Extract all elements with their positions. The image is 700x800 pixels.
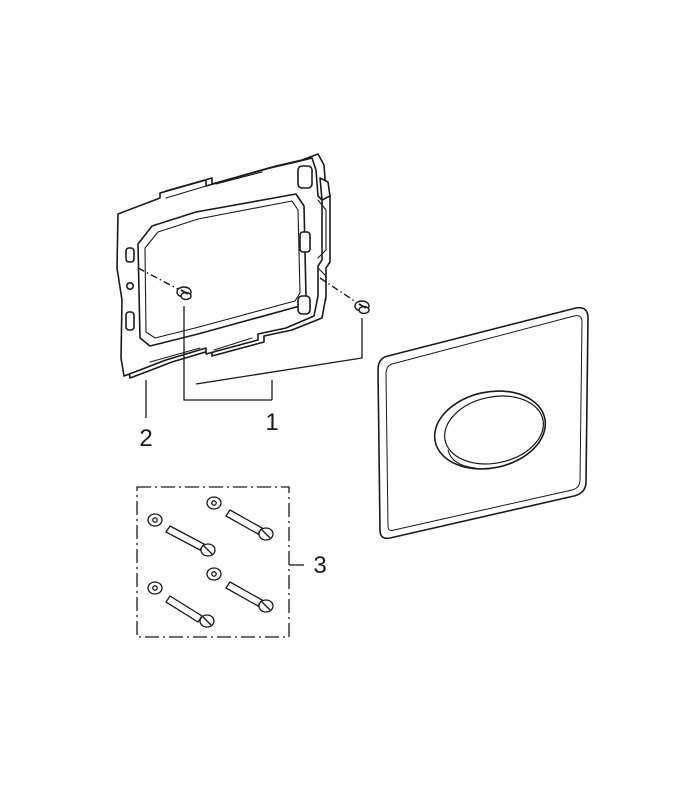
leader-lines-part-1 [183,306,363,401]
mounting-screw-right [354,300,370,315]
callout-label-part-3: 3 [313,552,326,579]
callout-label-part-1: 1 [265,409,278,436]
flush-plate [377,306,589,540]
kit-screw-top-left [147,513,216,557]
screw-kit-boundary [136,486,290,638]
mounting-frame [116,153,331,379]
mounting-screws [137,267,370,315]
kit-screw-bottom-left [147,581,215,628]
flush-button [433,390,547,470]
screw-kit [136,486,290,638]
callout-label-part-2: 2 [139,425,152,452]
mounting-screw-left [176,286,192,301]
kit-screw-bottom-right [206,567,274,613]
kit-screw-top-right [206,496,274,541]
